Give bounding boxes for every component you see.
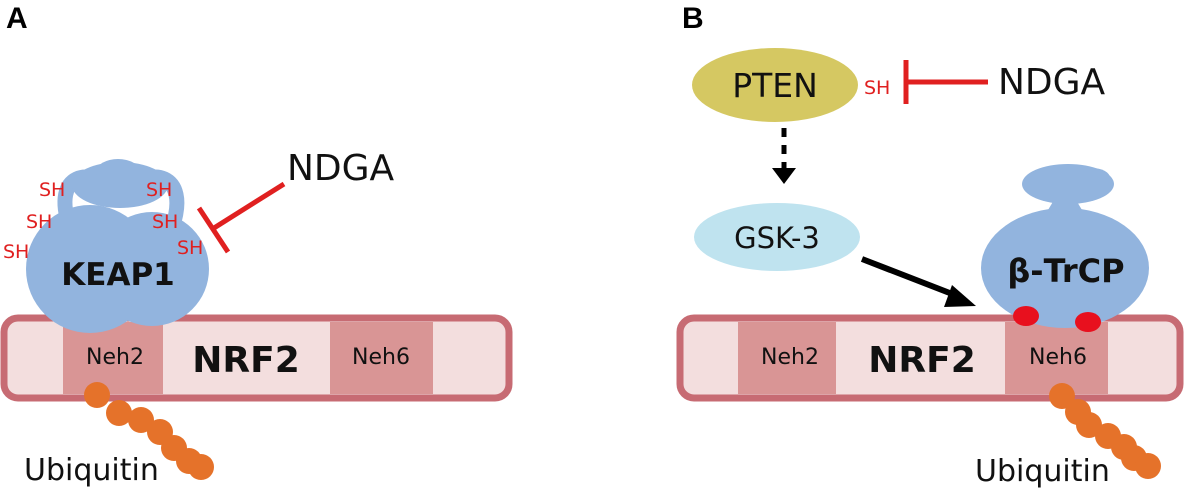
neh2-domain [63,322,163,394]
sh-label-b: SH [864,77,890,99]
btrcp-label: β-TrCP [1007,252,1124,290]
sh-label: SH [152,211,178,233]
nrf2-label: NRF2 [868,340,976,381]
solid-arrow-head [944,285,976,307]
neh2-label: Neh2 [86,345,144,370]
sh-label: SH [146,179,172,201]
btrcp-top-bump [1074,168,1110,188]
keap1-subunit-right [95,212,209,326]
inhibition-bar [196,206,231,254]
keap1-top-domain [72,162,168,208]
ubiquitin-bead [106,400,132,426]
neh6-domain [330,322,433,394]
ubiquitin-bead [1135,453,1161,479]
ubiquitin-chain-a: Ubiquitin [24,382,214,488]
ubiquitin-label-b: Ubiquitin [975,454,1110,489]
solid-arrow-shaft [860,256,962,300]
nrf2-bar-b: Neh2 NRF2 Neh6 [676,314,1184,402]
phospho-site [1013,306,1039,326]
neh6-label: Neh6 [1029,345,1087,370]
dashed-arrow [772,128,796,184]
ubiquitin-chain-b: Ubiquitin [975,383,1161,489]
ubiquitin-bead [1049,383,1075,409]
pten-label: PTEN [732,66,818,105]
inhibition-line [212,181,286,231]
keap1-dimer: KEAP1 [26,159,209,333]
btrcp-body [981,208,1149,328]
sh-label: SH [177,237,203,259]
ubiquitin-label-a: Ubiquitin [24,453,159,488]
sh-label: SH [26,211,52,233]
sh-label: SH [39,179,65,201]
neh6-domain [1005,322,1108,394]
phospho-site [1075,312,1101,332]
panel-b: B PTEN SH NDGA GSK-3 Neh2 [676,2,1184,489]
neh2-label: Neh2 [761,345,819,370]
ndga-label-a: NDGA [287,148,395,189]
gsk3-label: GSK-3 [734,221,820,255]
gsk3-node [694,203,860,271]
pten-node [692,48,858,122]
panel-a: A Neh2 NRF2 Neh6 KEAP1 SH SH SH SH SH SH [0,2,513,488]
ndga-inhibition-b: NDGA [903,60,1106,104]
sh-label: SH [3,241,29,263]
btrcp-complex: β-TrCP [981,164,1149,328]
ubiquitin-bead [1076,412,1102,438]
neh6-label: Neh6 [352,345,410,370]
solid-arrow [860,256,976,307]
keap1-top-bump [96,159,140,185]
panel-a-letter: A [6,2,28,35]
ndga-inhibition-a: NDGA [196,148,395,254]
keap1-label: KEAP1 [61,257,174,293]
panel-b-letter: B [682,2,704,35]
neh2-domain [738,322,836,394]
nrf2-label: NRF2 [192,340,300,381]
btrcp-top-bump [1029,168,1065,188]
ubiquitin-bead [84,382,110,408]
nrf2-bar-a: Neh2 NRF2 Neh6 [0,314,513,402]
ubiquitin-bead [128,407,154,433]
ubiquitin-bead [188,454,214,480]
ndga-label-b: NDGA [998,62,1106,103]
dashed-arrow-head [772,168,796,184]
